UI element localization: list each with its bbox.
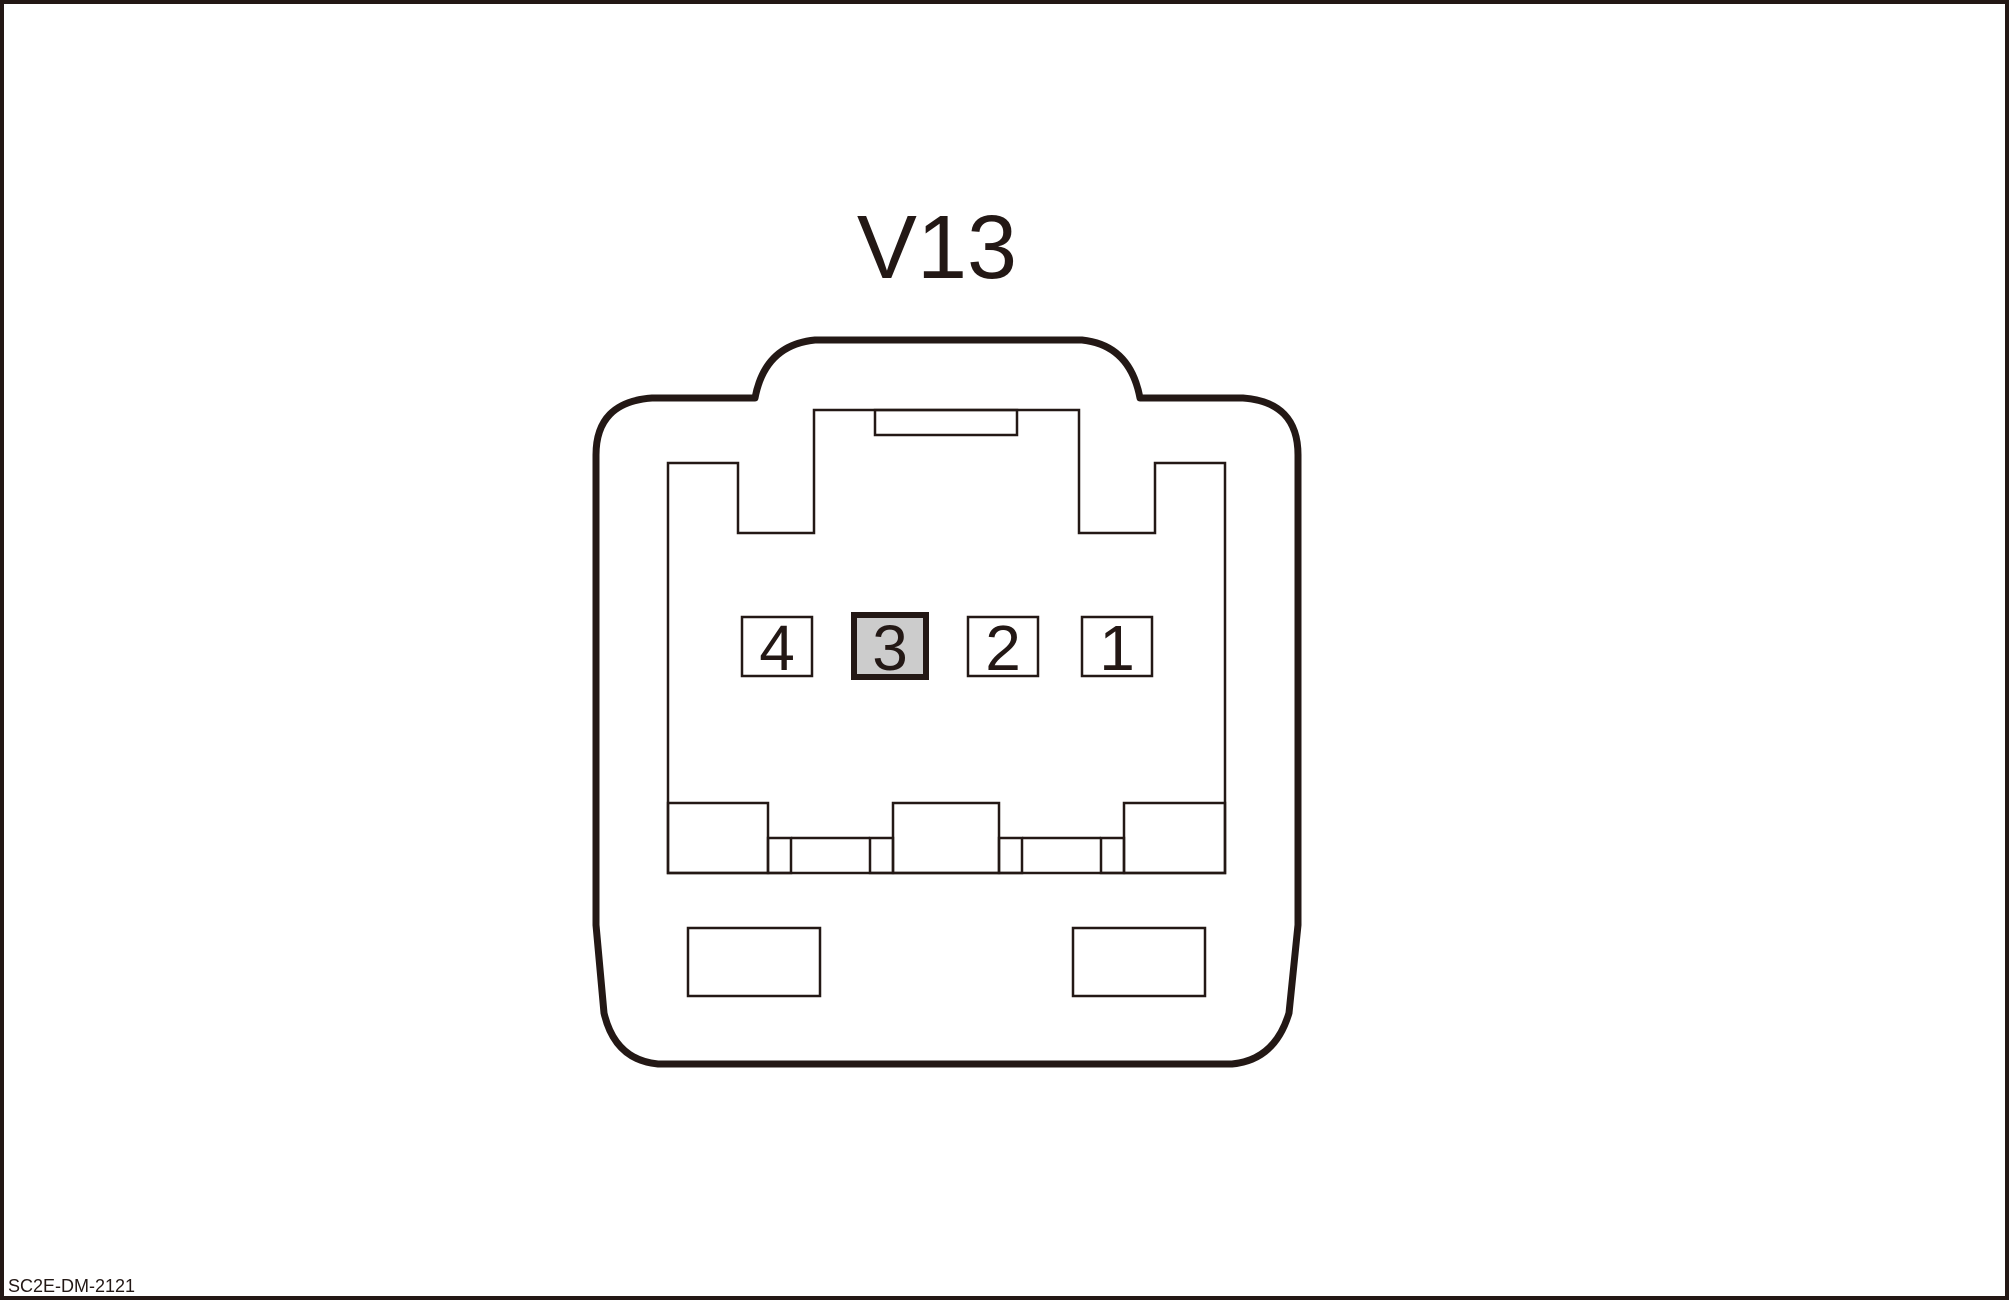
pin-3-label: 3 [872, 612, 908, 684]
pin-2-label: 2 [985, 612, 1021, 684]
pin-4-box [740, 615, 814, 678]
connector-housing [592, 336, 1302, 1068]
connector-bottom-slot-right [1071, 926, 1207, 998]
pin-1-label: 1 [1099, 612, 1135, 684]
pin-3: 3 [851, 612, 929, 684]
pin-1: 1 [1080, 612, 1154, 684]
connector-bottom-latches [666, 801, 1227, 875]
pin-3-box [851, 612, 929, 680]
pin-1-box [1080, 615, 1154, 678]
pin-4: 4 [740, 612, 814, 684]
connector-label: V13 [857, 198, 1017, 298]
pin-2: 2 [966, 612, 1040, 684]
pin-4-label: 4 [759, 612, 795, 684]
pin-2-box [966, 615, 1040, 678]
reference-code: SC2E-DM-2121 [8, 1276, 135, 1296]
connector-bottom-slot-left [686, 926, 822, 998]
connector-top-key [873, 408, 1019, 437]
